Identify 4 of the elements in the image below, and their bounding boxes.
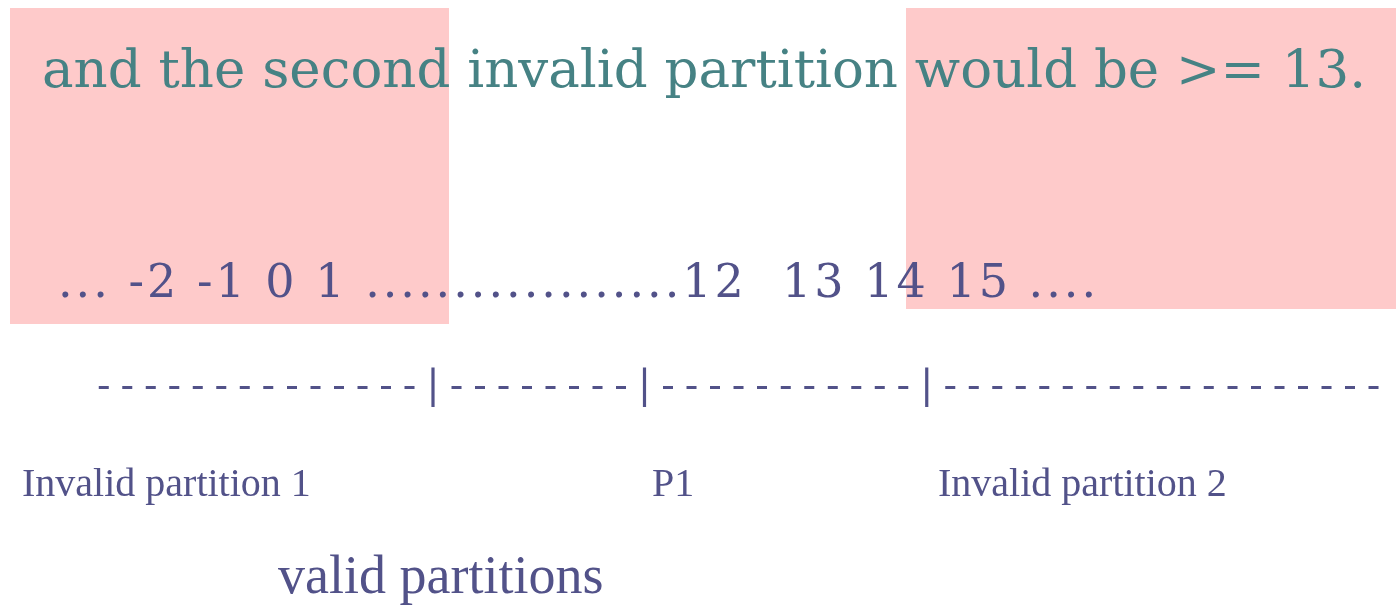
number-line-values: ... -2 -1 0 1 ..................12 13 14 15 .... [58,258,1100,304]
partition-label: Invalid partition 1 [22,463,311,503]
partition-label: P1 [652,463,695,503]
partition-label: Invalid partition 2 [938,463,1227,503]
